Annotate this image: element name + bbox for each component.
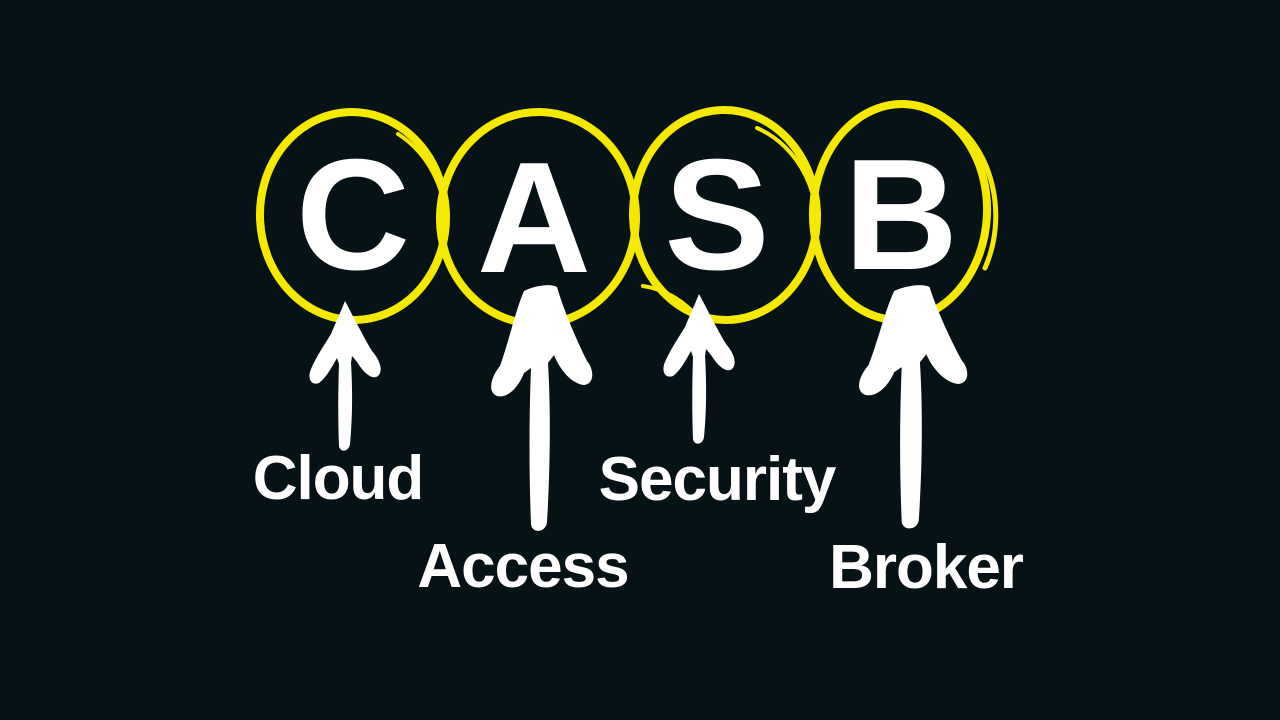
- sketch-arc-b: [944, 115, 999, 271]
- arrows-group: [309, 285, 968, 531]
- word-label-security: Security: [598, 445, 837, 514]
- acronym-letter-a: A: [476, 130, 591, 306]
- arrow-up-cloud: [309, 301, 381, 451]
- word-label-access: Access: [417, 532, 629, 601]
- arrow-up-broker: [859, 285, 968, 529]
- sketch-arc-s-top: [755, 126, 820, 250]
- sketch-arc-a: [564, 266, 624, 324]
- acronym-letter-b: B: [843, 127, 958, 303]
- acronym-letter-c: C: [295, 127, 410, 303]
- word-label-cloud: Cloud: [252, 444, 425, 513]
- word-label-broker: Broker: [829, 533, 1024, 602]
- arrow-up-security: [663, 294, 735, 444]
- arrow-up-access: [491, 285, 593, 531]
- acronym-letter-s: S: [664, 127, 769, 303]
- sketch-arc-c: [396, 132, 448, 224]
